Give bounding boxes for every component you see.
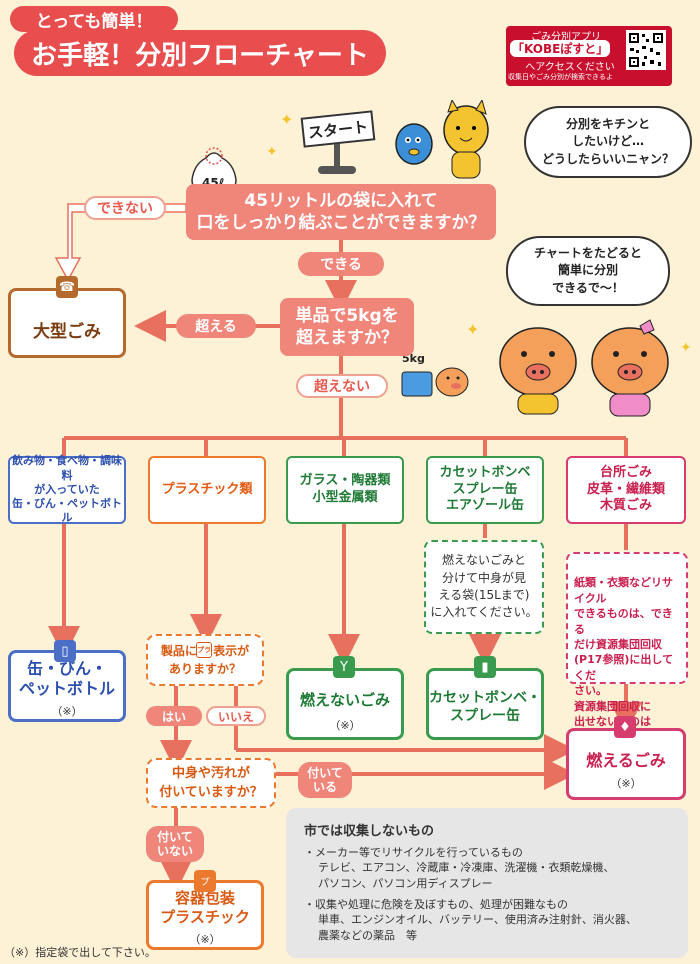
answer-cannot-label: できない — [97, 201, 153, 217]
plastic-mark-icon: プ — [194, 870, 216, 892]
page-title: お手軽！分別フローチャート — [14, 30, 386, 76]
category-plastics-label: プラスチック類 — [161, 481, 253, 497]
category-cans-bottles-label: 飲み物・食べ物・調味料 が入っていた 缶・びん・ペットボトル — [12, 454, 122, 525]
cat-characters-illustration — [395, 100, 489, 179]
answer-can-label: できる — [320, 257, 362, 273]
plastic-mark-label: プラ — [197, 646, 211, 654]
cat-speech-bubble: 分別をキチンと したいけど… どうしたらいいニャン？ — [524, 106, 692, 178]
sparkle-icon: ✦ — [266, 144, 278, 160]
app-banner-line2: 「KOBEぽすと」 — [510, 40, 611, 57]
result-burnable: 燃えるごみ （※） — [566, 728, 686, 800]
result-burnable-mark: （※） — [610, 777, 642, 790]
start-sign-label: スタート — [307, 117, 369, 142]
category-spray-cans-label: カセットボンベ スプレー缶 エアゾール缶 — [439, 464, 531, 514]
qr-code-icon[interactable] — [626, 30, 666, 70]
answer-no: いいえ — [206, 706, 266, 726]
sparkle-icon: ✦ — [466, 320, 480, 339]
question-bag-fit-text: 45リットルの袋に入れて 口をしっかり結ぶことができますか？ — [196, 190, 486, 233]
cat-speech-text: 分別をキチンと したいけど… どうしたらいいニャン？ — [541, 116, 674, 166]
result-cans-bottles: 缶・びん・ ペットボトル （※） — [8, 650, 126, 722]
result-cassette-spray-label: カセットボンベ・ スプレー缶 — [429, 689, 541, 724]
not-collected-item1: ・メーカー等でリサイクルを行っているもの — [304, 846, 523, 859]
not-collected-item2: ・収集や処理に危険を及ぼすもの、処理が困難なもの — [304, 898, 568, 911]
category-plastics: プラスチック類 — [148, 456, 266, 524]
note-burnable-text: 紙類・衣類などリサイクル できるものは、できる だけ資源集団回収 (P17参照)… — [574, 576, 674, 728]
result-cans-bottles-mark: （※） — [51, 705, 83, 718]
category-spray-cans: カセットボンベ スプレー缶 エアゾール缶 — [426, 456, 544, 524]
answer-dirty-no-label: 付いて いない — [156, 829, 193, 858]
answer-yes-label: はい — [161, 709, 186, 724]
result-plastic-container-label: 容器包装 プラスチック — [160, 889, 250, 926]
app-banner[interactable]: ごみ分別アプリ 「KOBEぽすと」 へアクセスください 収集日やごみ分別が検索で… — [506, 26, 672, 86]
answer-cannot: できない — [84, 196, 166, 220]
cans-bottles-icon: ▯ — [54, 640, 76, 662]
pig-characters-illustration — [499, 319, 669, 417]
sparkle-icon: ✦ — [680, 340, 692, 356]
question-dirty: 中身や汚れが 付いていますか？ — [146, 758, 276, 808]
sparkle-icon: ✦ — [280, 110, 294, 129]
result-cassette-spray: カセットボンベ・ スプレー缶 — [426, 668, 544, 740]
result-nonburnable-label: 燃えないごみ — [299, 691, 390, 709]
not-collected-item2-detail: 単車、エンジンオイル、バッテリー、使用済み注射針、消火器、 農薬などの薬品 等 — [318, 913, 637, 942]
note-cassette-text: 燃えないごみと 分けて中身が見 える袋(15Lまで) に入れてください。 — [430, 553, 538, 620]
category-kitchen-waste: 台所ごみ 皮革・繊維類 木質ごみ — [566, 456, 686, 524]
note-cassette: 燃えないごみと 分けて中身が見 える袋(15Lまで) に入れてください。 — [424, 540, 544, 634]
category-glass-metal: ガラス・陶器類 小型金属類 — [286, 456, 404, 524]
answer-dirty-yes-label: 付いて いる — [307, 765, 343, 794]
question-over-5kg-text: 単品で5kgを 超えますか？ — [295, 305, 399, 348]
question-dirty-text: 中身や汚れが 付いていますか？ — [159, 765, 263, 801]
answer-no-label: いいえ — [217, 709, 254, 724]
phone-icon: ☎ — [56, 276, 78, 298]
answer-over: 超える — [176, 314, 256, 338]
category-glass-metal-label: ガラス・陶器類 小型金属類 — [299, 473, 391, 505]
answer-not-over: 超えない — [296, 374, 388, 398]
footnote: （※）指定袋で出して下さい。 — [4, 946, 156, 959]
flame-icon: ♦ — [614, 716, 636, 738]
garbage-bag-icon — [191, 147, 237, 195]
answer-dirty-no: 付いて いない — [146, 826, 204, 862]
question-plastic-mark-text: 製品に の表示が ありますか？ — [160, 644, 250, 676]
answer-not-over-label: 超えない — [314, 379, 370, 395]
result-large-waste-label: 大型ごみ — [33, 321, 101, 342]
result-plastic-container-mark: （※） — [189, 933, 221, 946]
result-large-waste: 大型ごみ — [8, 288, 126, 358]
pig-weight-illustration — [401, 367, 469, 397]
start-sign-base — [318, 166, 356, 174]
category-kitchen-waste-label: 台所ごみ 皮革・繊維類 木質ごみ — [586, 464, 665, 514]
result-cans-bottles-label: 缶・びん・ ペットボトル — [18, 659, 115, 698]
category-cans-bottles: 飲み物・食べ物・調味料 が入っていた 缶・びん・ペットボトル — [8, 454, 126, 525]
result-burnable-label: 燃えるごみ — [586, 751, 666, 770]
answer-over-label: 超える — [195, 319, 237, 335]
result-nonburnable-mark: （※） — [329, 719, 361, 732]
spray-can-icon: ▮ — [474, 656, 496, 678]
header-subtitle: とっても簡単！ — [10, 6, 178, 32]
app-banner-line4: 収集日やごみ分別が検索できるよ — [508, 73, 613, 81]
app-banner-line3: へアクセスください — [525, 62, 615, 73]
start-sign-pole — [334, 144, 340, 170]
app-banner-line1: ごみ分別アプリ — [531, 32, 601, 43]
question-over-5kg: 単品で5kgを 超えますか？ — [280, 298, 414, 356]
pig-speech-text: チャートをたどると 簡単に分別 できるで〜！ — [534, 245, 642, 295]
plastic-recycle-mark-icon: プラ — [196, 642, 212, 658]
answer-yes: はい — [146, 706, 202, 726]
answer-can: できる — [298, 252, 384, 276]
not-collected-box: 市では収集しないもの ・メーカー等でリサイクルを行っているもの テレビ、エアコン… — [286, 808, 688, 958]
not-collected-title: 市では収集しないもの — [304, 824, 435, 839]
pig-speech-bubble: チャートをたどると 簡単に分別 できるで〜！ — [506, 236, 670, 306]
glass-icon: Y — [333, 656, 355, 678]
answer-dirty-yes: 付いて いる — [298, 762, 352, 798]
not-collected-item1-detail: テレビ、エアコン、冷蔵庫・冷凍庫、洗濯機・衣類乾燥機、 パソコン、パソコン用ディ… — [318, 861, 615, 890]
note-burnable: 紙類・衣類などリサイクル できるものは、できる だけ資源集団回収 (P17参照)… — [566, 552, 688, 728]
question-bag-fit: 45リットルの袋に入れて 口をしっかり結ぶことができますか？ — [186, 184, 496, 240]
result-nonburnable: 燃えないごみ （※） — [286, 668, 404, 740]
